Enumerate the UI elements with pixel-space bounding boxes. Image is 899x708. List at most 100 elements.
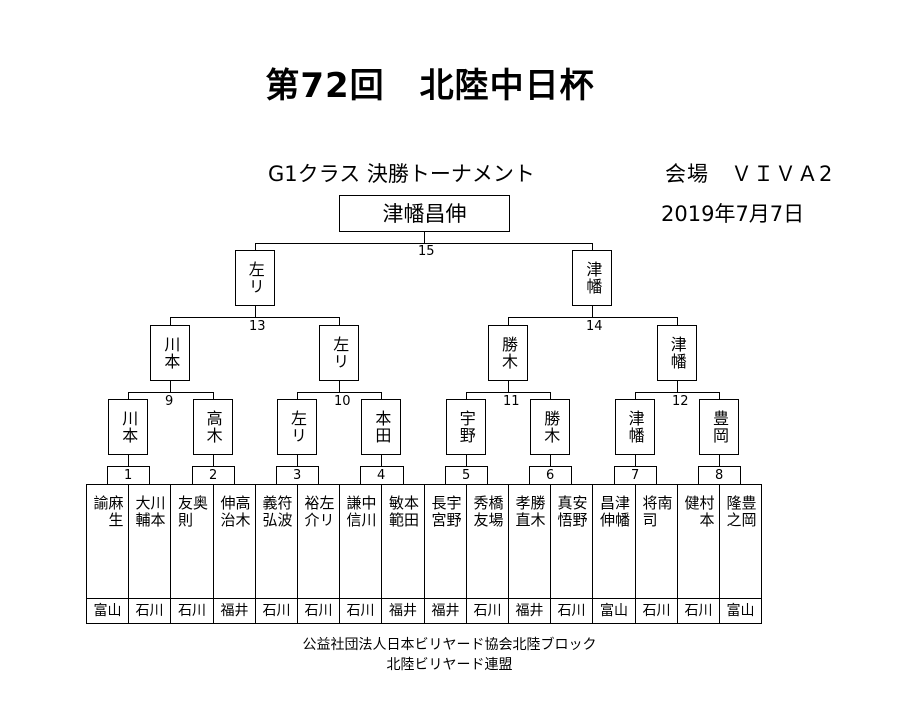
semifinalist-box-label: 勝木 (499, 336, 518, 370)
player-cell: 安野 真悟 (550, 484, 593, 599)
quarterfinalist-box: 高木 (192, 399, 233, 455)
r1-right-drop (234, 466, 235, 484)
quarter-bracket-line (297, 392, 382, 393)
quarterfinalist-box: 川本 (108, 399, 149, 455)
player-prefecture: 石川 (255, 598, 298, 624)
quarter-connector-line (170, 381, 171, 392)
player-prefecture: 石川 (635, 598, 678, 624)
r1-left-drop (445, 466, 446, 484)
semi-right-drop (339, 317, 340, 325)
r1-connector-line (635, 455, 636, 466)
match-number-6: 6 (546, 468, 555, 483)
quarterfinalist-box-label: 豊岡 (710, 410, 729, 444)
player-prefecture: 石川 (128, 598, 171, 624)
quarter-right-drop (550, 392, 551, 399)
player-cell: 勝木 孝直 (508, 484, 551, 599)
player-name: 橋場 秀友 (471, 495, 505, 529)
finalist-right-box: 津幡 (572, 250, 613, 306)
r1-bracket-line (698, 466, 741, 467)
r1-left-drop (107, 466, 108, 484)
semifinalist-box: 勝木 (488, 325, 528, 381)
player-name: 豊岡 隆之 (724, 495, 758, 529)
quarter-left-drop (635, 392, 636, 399)
quarter-right-drop (719, 392, 720, 399)
match-number-10: 10 (334, 394, 351, 409)
footer-federation: 北陸ビリヤード連盟 (386, 657, 513, 673)
player-prefecture: 石川 (297, 598, 340, 624)
r1-bracket-line (192, 466, 235, 467)
match-number-8: 8 (715, 468, 724, 483)
quarterfinalist-box-label: 左リ (288, 410, 307, 444)
player-cell: 川本 大輔 (128, 484, 171, 599)
event-date: 2019年7月7日 (661, 202, 805, 226)
match-number-13: 13 (249, 319, 266, 334)
quarter-left-drop (466, 392, 467, 399)
r1-left-drop (698, 466, 699, 484)
player-name: 宇野 長宮 (429, 495, 463, 529)
semifinalist-box-label: 川本 (161, 336, 181, 370)
semi-bracket-line (508, 317, 678, 318)
quarterfinalist-box-label: 川本 (119, 410, 139, 444)
semi-connector-line (255, 306, 256, 317)
r1-bracket-line (276, 466, 319, 467)
r1-connector-line (719, 455, 720, 466)
semi-right-drop (677, 317, 678, 325)
r1-connector-line (128, 455, 129, 466)
player-name: 高木 伸治 (218, 495, 252, 529)
player-prefecture: 福井 (213, 598, 256, 624)
bracket-subtitle: G1クラス 決勝トーナメント (268, 162, 535, 186)
semifinalist-box: 左リ (319, 325, 360, 381)
quarterfinalist-box: 宇野 (445, 399, 486, 455)
quarterfinalist-box: 豊岡 (699, 399, 739, 455)
r1-right-drop (656, 466, 657, 484)
semifinalist-box-label: 津幡 (667, 336, 687, 370)
quarter-right-drop (381, 392, 382, 399)
semifinalist-box: 津幡 (656, 325, 697, 381)
r1-right-drop (740, 466, 741, 484)
quarter-bracket-line (466, 392, 551, 393)
player-prefecture: 石川 (550, 598, 593, 624)
r1-right-drop (149, 466, 150, 484)
quarterfinalist-box-label: 勝木 (541, 410, 561, 444)
player-name: 安野 真悟 (555, 495, 589, 529)
quarterfinalist-box: 左リ (277, 399, 317, 455)
page-title: 第72回 北陸中日杯 (265, 66, 595, 106)
r1-bracket-line (360, 466, 404, 467)
r1-bracket-line (107, 466, 150, 467)
quarter-left-drop (297, 392, 298, 399)
player-prefecture: 石川 (170, 598, 214, 624)
player-name: 南 将司 (640, 495, 674, 529)
player-prefecture: 富山 (86, 598, 129, 624)
player-cell: 豊岡 隆之 (719, 484, 762, 599)
r1-right-drop (318, 466, 319, 484)
quarterfinalist-box: 津幡 (614, 399, 655, 455)
semifinalist-box-label: 左リ (330, 336, 350, 370)
player-name: 本田 敏範 (387, 495, 420, 529)
player-cell: 麻生 諭 (86, 484, 129, 599)
match-number-1: 1 (124, 468, 133, 483)
player-prefecture: 石川 (677, 598, 720, 624)
player-cell: 符波 義弘 (255, 484, 298, 599)
match-number-7: 7 (631, 468, 640, 483)
match-number-15: 15 (418, 244, 435, 259)
quarter-connector-line (508, 381, 509, 392)
player-name: 中川 謙信 (344, 495, 378, 529)
r1-left-drop (614, 466, 615, 484)
quarter-connector-line (677, 381, 678, 392)
player-name: 勝木 孝直 (513, 495, 547, 529)
player-cell: 中川 謙信 (339, 484, 382, 599)
r1-bracket-line (529, 466, 572, 467)
player-prefecture: 石川 (466, 598, 509, 624)
player-prefecture: 富山 (719, 598, 762, 624)
player-cell: 村本 健 (677, 484, 720, 599)
quarter-right-drop (213, 392, 214, 399)
player-prefecture: 福井 (508, 598, 551, 624)
semi-connector-line (592, 306, 593, 317)
quarterfinalist-box: 本田 (361, 399, 402, 455)
player-name: 川本 大輔 (133, 495, 167, 529)
quarterfinalist-box-label: 津幡 (625, 410, 645, 444)
r1-connector-line (381, 455, 382, 466)
player-cell: 橋場 秀友 (466, 484, 509, 599)
match-number-3: 3 (293, 468, 302, 483)
match-number-2: 2 (209, 468, 218, 483)
